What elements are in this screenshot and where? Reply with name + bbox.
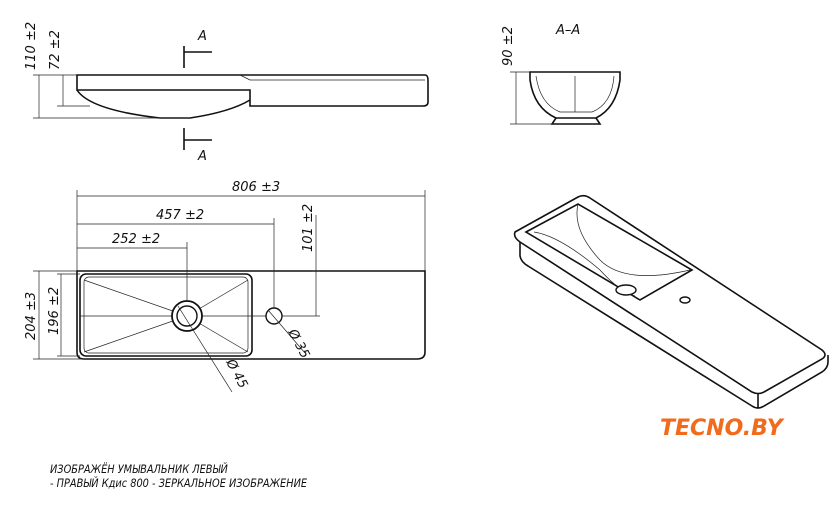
dim-section-depth: 90 ±2 [501,26,516,66]
dim-side-total-height: 110 ±2 [24,22,39,70]
dim-bowl-width: 196 ±2 [47,287,62,335]
section-label-bottom: A [197,149,207,164]
dim-overall-length: 806 ±3 [232,180,280,195]
note-line-2: - ПРАВЫЙ Кдис 800 - ЗЕРКАЛЬНОЕ ИЗОБРАЖЕН… [50,476,308,490]
dim-tap-hole-diameter: Ø 35 [284,326,312,361]
top-view: 806 ±3 457 ±2 252 ±2 101 ±2 204 ±3 196 ±… [24,180,426,393]
dim-tap-hole-offset: 457 ±2 [156,208,204,223]
note-line-1: ИЗОБРАЖЁН УМЫВАЛЬНИК ЛЕВЫЙ [50,462,228,476]
section-view: A–A 90 ±2 [501,23,621,125]
section-title: A–A [555,23,580,38]
dim-overall-width: 204 ±3 [24,292,39,340]
dim-drain-diameter: Ø 45 [222,356,250,391]
dim-side-bowl-height: 72 ±2 [48,30,63,70]
brand-logo: TECNO.BY [660,416,783,441]
dim-drain-offset: 252 ±2 [112,232,160,247]
drawing-note: ИЗОБРАЖЁН УМЫВАЛЬНИК ЛЕВЫЙ - ПРАВЫЙ Кдис… [50,462,307,490]
section-label-top: A [197,29,207,44]
isometric-view [513,194,829,409]
side-view: A A 110 ±2 72 ±2 [24,22,429,164]
dim-tap-hole-from-back: 101 ±2 [301,204,316,252]
